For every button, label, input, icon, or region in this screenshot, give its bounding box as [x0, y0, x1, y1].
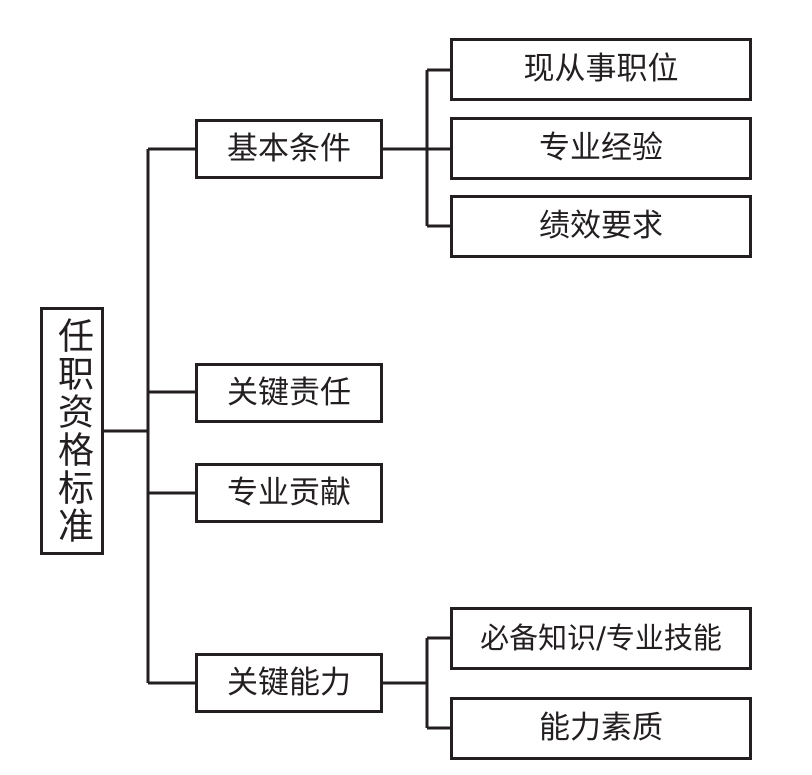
leaf-label: 能力素质	[539, 710, 663, 746]
leaf-node-current-position: 现从事职位	[450, 38, 752, 101]
branch-node-key-abilities: 关键能力	[195, 653, 383, 713]
branch-label: 关键责任	[227, 374, 351, 411]
branch-label: 专业贡献	[227, 474, 351, 511]
leaf-node-knowledge-skills: 必备知识/专业技能	[450, 607, 752, 670]
leaf-node-performance-requirements: 绩效要求	[450, 195, 752, 258]
leaf-node-competency: 能力素质	[450, 697, 752, 760]
root-label: 任职资格标准	[52, 317, 93, 545]
root-node: 任职资格标准	[40, 307, 104, 555]
leaf-label: 绩效要求	[539, 208, 663, 244]
branch-node-basic-conditions: 基本条件	[195, 119, 383, 179]
branch-label: 关键能力	[227, 664, 351, 701]
branch-label: 基本条件	[227, 130, 351, 167]
leaf-label: 专业经验	[539, 130, 663, 166]
branch-node-key-duties: 关键责任	[195, 363, 383, 423]
leaf-node-professional-experience: 专业经验	[450, 117, 752, 180]
branch-node-professional-contribution: 专业贡献	[195, 463, 383, 523]
leaf-label: 现从事职位	[523, 51, 679, 87]
leaf-label: 必备知识/专业技能	[480, 621, 722, 655]
